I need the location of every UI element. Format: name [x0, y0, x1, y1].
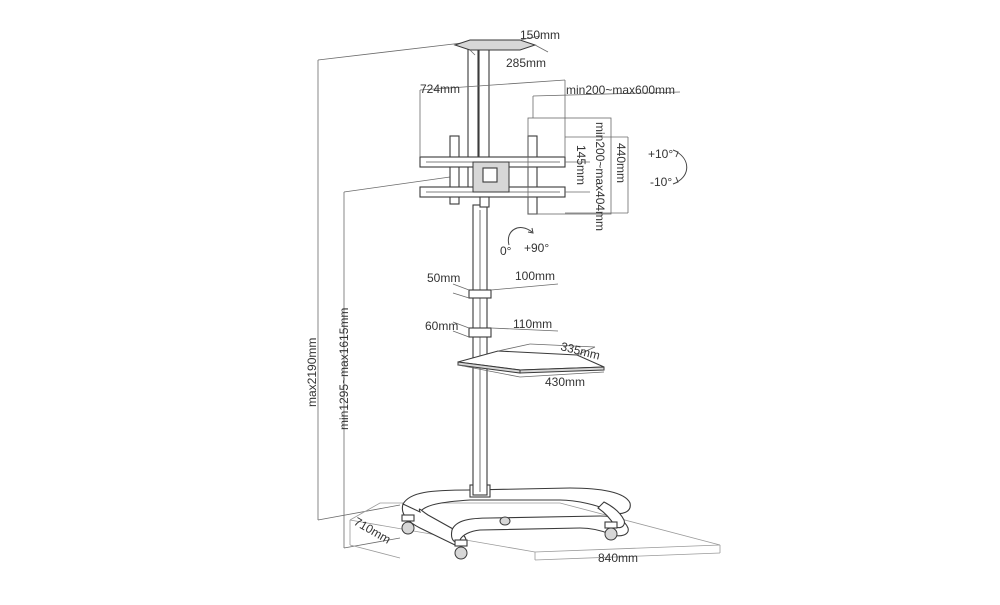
base-frame	[401, 484, 631, 547]
rotation-arrow-icon	[507, 227, 534, 246]
clamp-lower	[452, 321, 559, 338]
bracket-dimensions	[419, 79, 681, 215]
caster-front-right	[604, 521, 618, 541]
label-clamp1-width: 100mm	[515, 269, 555, 283]
label-center-height: min1295~max1615mm	[337, 308, 351, 430]
vesa-bracket	[419, 135, 566, 215]
caster-back-left	[401, 514, 415, 535]
label-total-height: max2190mm	[305, 338, 319, 407]
floor-footprint	[349, 502, 721, 561]
label-tilt-down: -10°	[650, 175, 672, 189]
label-shelf-width: 430mm	[545, 375, 585, 389]
shelf	[457, 343, 605, 378]
label-vesa-vertical: min200~max404mm	[593, 122, 607, 231]
caster-front-left	[454, 539, 468, 560]
label-bracket-height: 440mm	[614, 143, 628, 183]
label-clamp1-height: 50mm	[427, 271, 460, 285]
top-plate	[453, 35, 549, 56]
caster-wheels	[401, 514, 618, 560]
label-bracket-width: 724mm	[420, 82, 460, 96]
center-height-dimension	[343, 176, 451, 549]
label-tilt-up: +10°	[648, 147, 673, 161]
label-rotation-zero: 0°	[500, 244, 512, 258]
label-vesa-horizontal: min200~max600mm	[566, 83, 675, 97]
clamp-upper	[452, 283, 559, 299]
label-base-width: 840mm	[598, 551, 638, 565]
column	[472, 204, 488, 496]
label-top-plate-width: 150mm	[520, 28, 560, 42]
label-clamp2-width: 110mm	[513, 317, 552, 331]
label-clamp2-height: 60mm	[425, 319, 458, 333]
tilt-arrow-icon	[672, 149, 688, 185]
total-height-dimension	[317, 42, 463, 521]
caster-back-center	[499, 516, 511, 526]
label-rotation-ninety: +90°	[524, 241, 549, 255]
label-top-plate-depth: 285mm	[506, 56, 546, 70]
label-rail-gap: 145mm	[574, 145, 588, 185]
label-base-depth: 710mm	[352, 514, 394, 546]
